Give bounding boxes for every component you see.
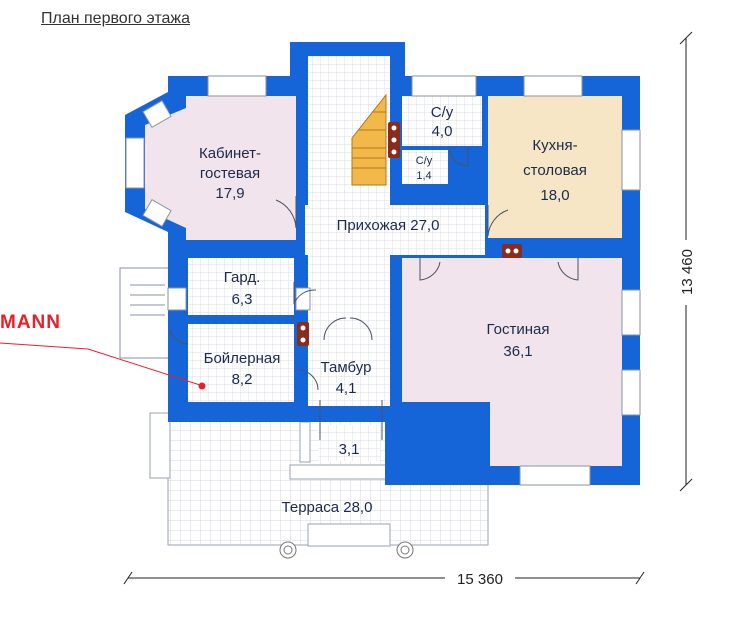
wardrobe-area: 6,3: [232, 291, 253, 308]
terrace-label: Терраса 28,0: [282, 499, 373, 516]
height-dimension: 13 460: [679, 249, 696, 295]
plan-title: План первого этажа: [41, 10, 190, 27]
dimension-lines: [123, 31, 693, 585]
cabinet-label-line1: Кабинет-: [199, 145, 261, 162]
cabinet-label-line2: гостевая: [200, 165, 260, 182]
boiler-room-label: Бойлерная: [204, 350, 281, 367]
kitchen-label-line2: столовая: [523, 162, 587, 179]
bathroom-small-label: С/у: [416, 155, 433, 167]
interior-stairs: [351, 93, 387, 186]
living-room-label: Гостиная: [487, 321, 550, 338]
brand-pointer: [0, 342, 206, 390]
entry-stairs: [119, 267, 171, 359]
brand-logo-text: MANN: [0, 312, 61, 333]
wardrobe-label: Гард.: [224, 269, 261, 286]
living-room-area: 36,1: [503, 343, 532, 360]
porch-area: 3,1: [339, 441, 360, 458]
windows: [125, 75, 641, 486]
width-dimension: 15 360: [457, 571, 503, 588]
hall-label: Прихожая 27,0: [337, 217, 440, 234]
bathroom-small-area: 1,4: [416, 170, 431, 182]
bathroom-big-label: С/у: [431, 104, 454, 121]
cabinet-area: 17,9: [215, 185, 244, 202]
room-interiors: [145, 56, 622, 466]
kitchen-area: 18,0: [540, 187, 569, 204]
doors: [169, 147, 579, 440]
bathroom-big-area: 4,0: [432, 123, 453, 140]
kitchen-label-line1: Кухня-: [532, 137, 577, 154]
vestibule-area: 4,1: [336, 380, 357, 397]
vestibule-label: Тамбур: [321, 359, 372, 376]
boiler-room-area: 8,2: [232, 371, 253, 388]
